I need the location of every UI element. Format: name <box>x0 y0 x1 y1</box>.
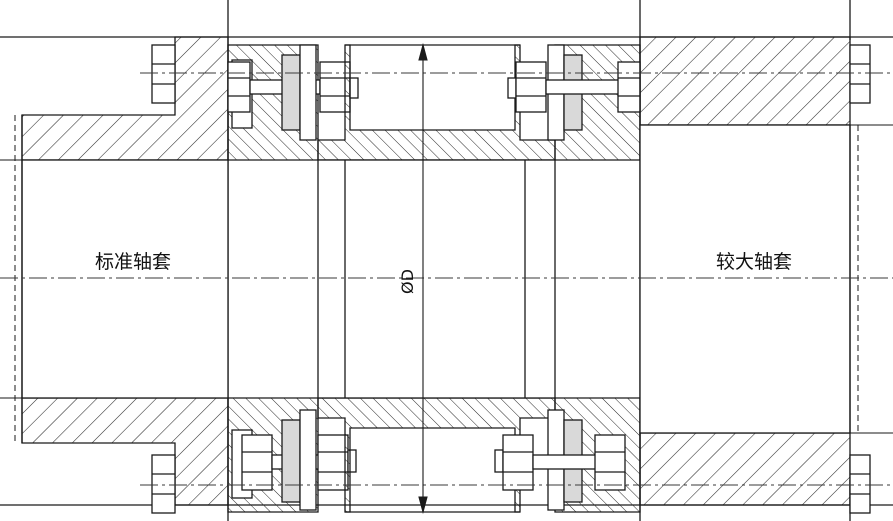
right-lower-bolt <box>494 409 626 511</box>
right-sleeve-hub <box>639 36 893 514</box>
left-hub-upper-hatch <box>21 36 229 161</box>
right-upper-bolt <box>507 44 641 141</box>
diameter-dimension <box>418 42 428 515</box>
right-sleeve-label: 较大轴套 <box>716 251 793 273</box>
center-spacer <box>317 44 556 513</box>
left-hub-bolt-head <box>151 454 176 514</box>
right-hub-bolt-head <box>849 454 871 514</box>
right-hub-bore <box>639 124 851 434</box>
left-hub-bolt-head <box>151 44 176 104</box>
left-sleeve-hub <box>0 36 229 514</box>
left-lower-bolt <box>241 409 357 511</box>
left-hub-lower-hatch <box>21 397 229 506</box>
spacer-bore <box>317 159 556 399</box>
diameter-label: ØD <box>398 269 417 294</box>
left-hub-bore <box>21 159 229 399</box>
right-hub-bolt-head <box>849 44 871 104</box>
right-hub-upper-hatch <box>639 36 851 126</box>
right-hub-lower-hatch <box>639 432 851 506</box>
left-sleeve-label: 标准轴套 <box>95 251 172 273</box>
